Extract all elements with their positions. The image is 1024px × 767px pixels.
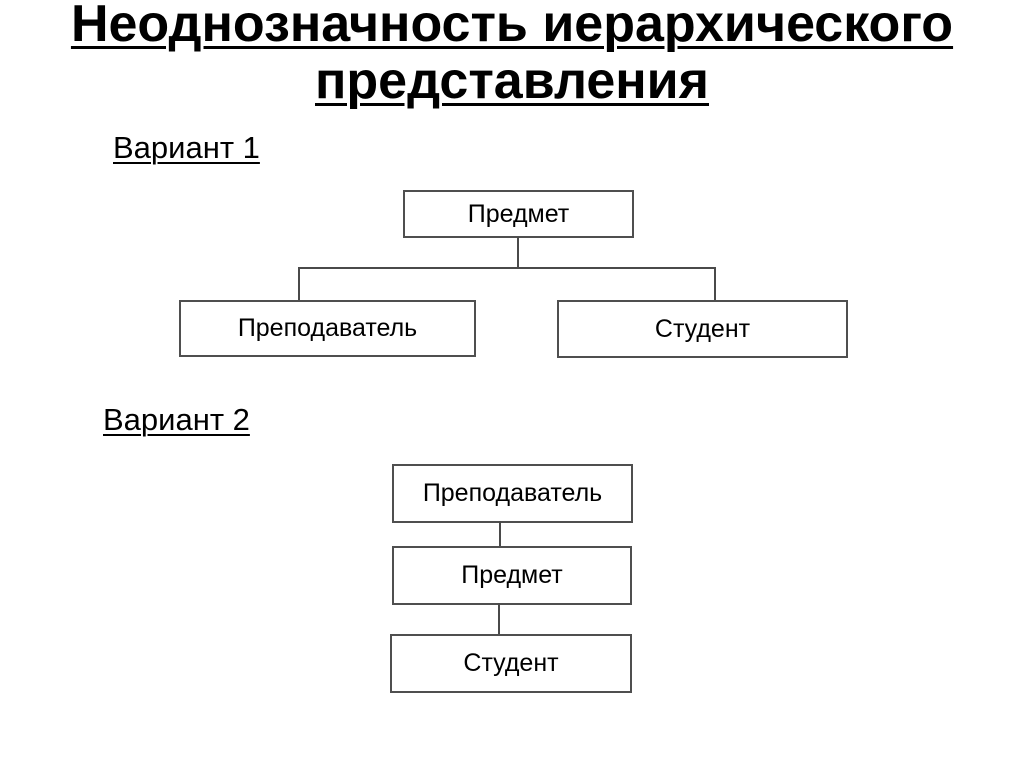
- variant1-label: Вариант 1: [113, 130, 260, 165]
- diagram1-node-subject: Предмет: [403, 190, 634, 238]
- connector-stem-line: [517, 237, 519, 269]
- connector-chain-line-2: [498, 603, 500, 636]
- diagram2-node-subject: Предмет: [392, 546, 632, 605]
- slide-title: Неоднозначность иерархического представл…: [0, 0, 1024, 110]
- variant2-label: Вариант 2: [103, 402, 250, 437]
- diagram1-node-student: Студент: [557, 300, 848, 358]
- diagram2-node-student: Студент: [390, 634, 632, 693]
- connector-left-drop-line: [298, 267, 300, 302]
- slide-title-line2: представления: [315, 52, 709, 110]
- connector-right-drop-line: [714, 267, 716, 302]
- connector-chain-line-1: [499, 521, 501, 548]
- diagram1-node-teacher: Преподаватель: [179, 300, 476, 357]
- diagram2-node-teacher: Преподаватель: [392, 464, 633, 523]
- slide-title-line1: Неоднозначность иерархического: [70, 0, 954, 53]
- connector-horizontal-line: [298, 267, 716, 269]
